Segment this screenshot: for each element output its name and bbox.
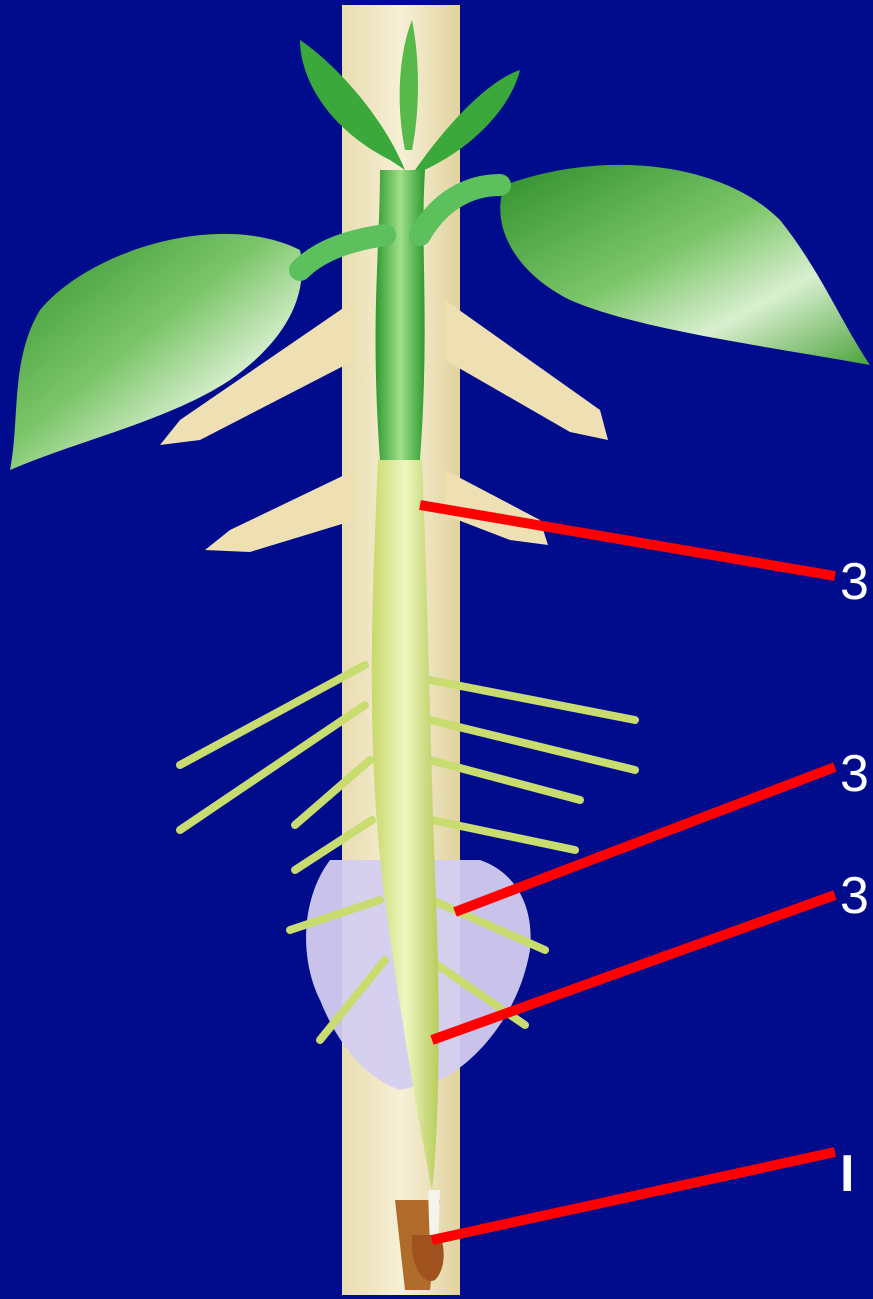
label-2: 3 — [840, 748, 869, 800]
label-3: 3 — [840, 870, 869, 922]
leader-line-4 — [432, 1152, 835, 1240]
label-4: I — [840, 1148, 854, 1200]
stem — [300, 170, 500, 460]
leader-line-1 — [420, 505, 835, 576]
label-1: 3 — [840, 556, 869, 608]
